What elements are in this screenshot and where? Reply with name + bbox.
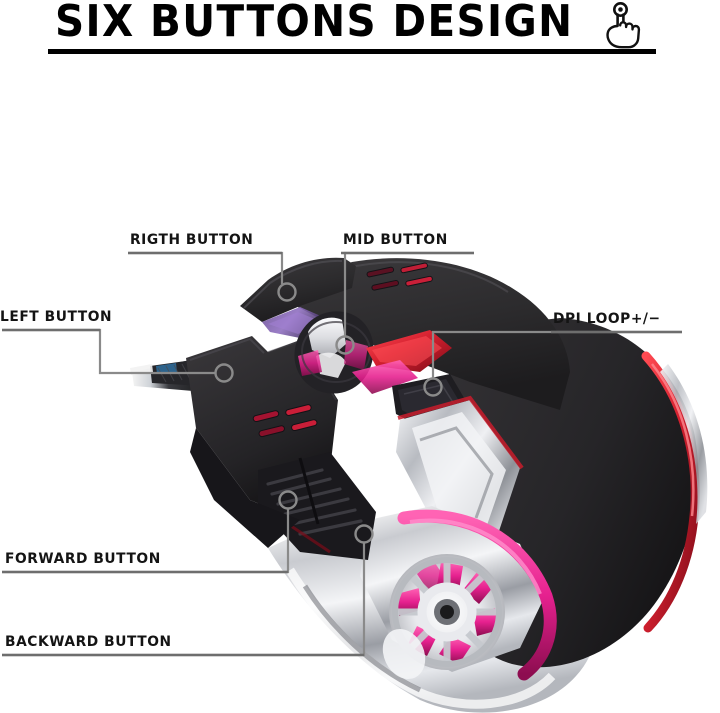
mouse-center-spine [396,395,524,540]
callout-label-left-button: LEFT BUTTON [0,309,113,325]
callout-label-forward-button: FORWARD BUTTON [5,551,161,567]
callout-label-right-button: RIGTH BUTTON [130,232,254,248]
header-banner: SIX BUTTONS DESIGN [0,0,720,58]
mouse-led-valley [352,330,452,394]
mouse-side-buttons [258,452,376,560]
callout-label-dpi-loop: DPI LOOP+/− [553,311,661,327]
callout-label-mid-button: MID BUTTON [343,232,448,248]
side-vent-slots [252,404,318,438]
callout-label-backward-button: BACKWARD BUTTON [5,634,172,650]
page-title: SIX BUTTONS DESIGN [55,0,574,47]
mouse-right-button [240,257,356,338]
title-underline-rule [48,49,656,54]
mouse-fan-wheel [382,554,505,680]
tap-hand-icon [606,2,641,49]
